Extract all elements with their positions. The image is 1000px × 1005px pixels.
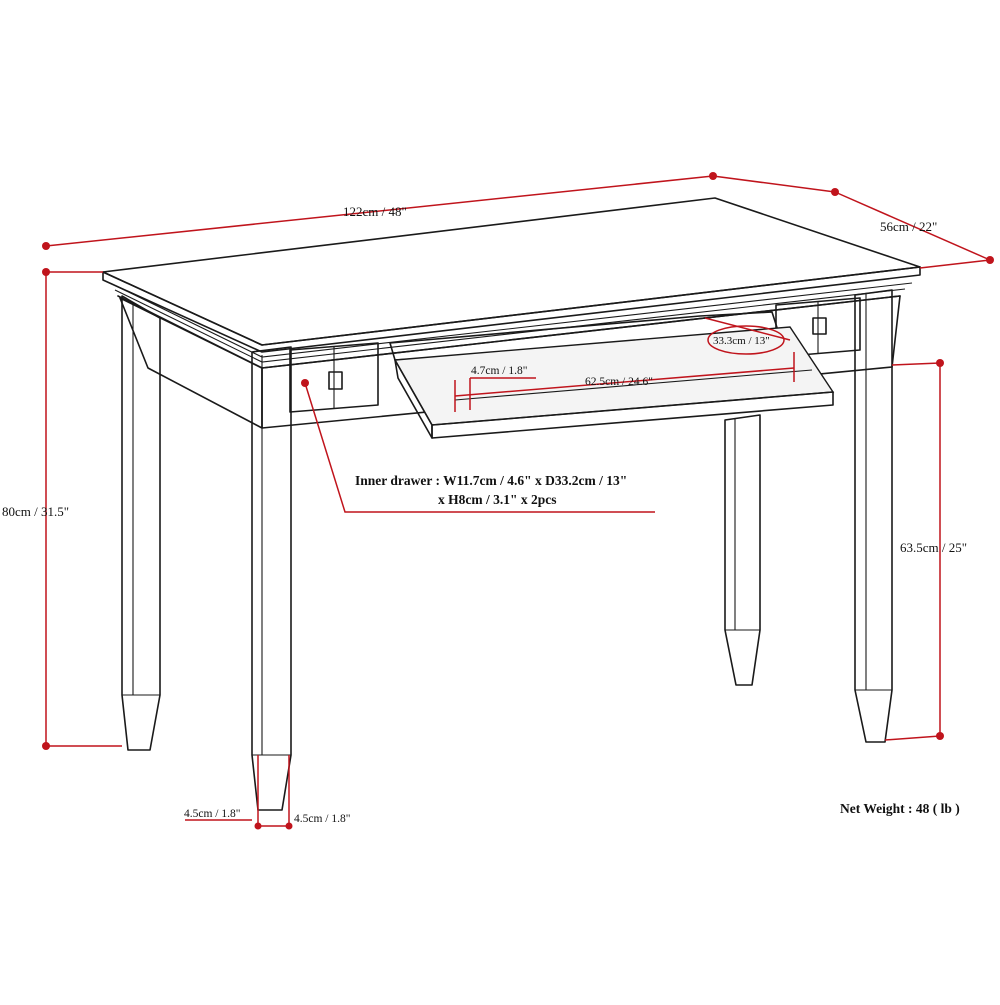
tray-opening	[389, 311, 781, 361]
front-right-leg	[854, 289, 893, 743]
tray-depth-label: 33.3cm / 13"	[713, 335, 770, 347]
front-left-leg	[251, 346, 292, 811]
width-label: 122cm / 48"	[343, 204, 407, 219]
leg-side-label: 4.5cm / 1.8"	[294, 813, 350, 825]
dimension-lines	[42, 172, 994, 830]
net-weight-label: Net Weight : 48 ( lb )	[840, 801, 960, 816]
tabletop-front-edge	[102, 266, 921, 353]
tray-height-label: 4.7cm / 1.8"	[471, 365, 527, 377]
leg-clearance-label: 63.5cm / 25"	[900, 540, 967, 555]
depth-label: 56cm / 22"	[880, 219, 937, 234]
leg-front-label: 4.5cm / 1.8"	[184, 808, 240, 820]
back-left-leg	[121, 295, 161, 751]
left-drawer-front	[289, 342, 379, 413]
inner-drawer-line1: Inner drawer : W11.7cm / 4.6" x D33.2cm …	[355, 473, 627, 488]
back-right-leg	[724, 414, 761, 686]
dimension-labels: 122cm / 48" 56cm / 22" 80cm / 31.5" 63.5…	[2, 204, 967, 825]
inner-drawer-line2: x H8cm / 3.1" x 2pcs	[438, 492, 557, 507]
side-apron	[119, 297, 263, 429]
tray-width-label: 62.5cm / 24.6"	[585, 376, 653, 388]
height-label: 80cm / 31.5"	[2, 504, 69, 519]
